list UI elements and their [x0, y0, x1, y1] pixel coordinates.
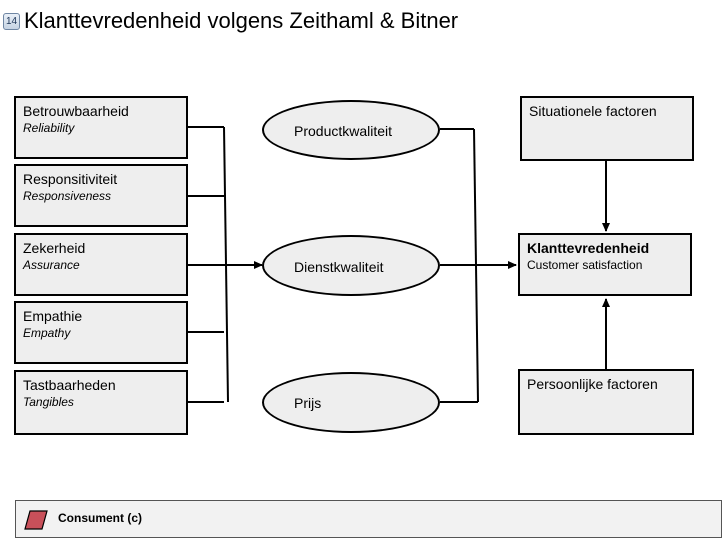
dimension-label: Zekerheid	[23, 240, 86, 256]
dimension-subtitle: Tangibles	[23, 395, 74, 409]
dimension-box-betrouwbaarheid: Betrouwbaarheid Reliability	[14, 96, 188, 159]
driver-productkwaliteit: Productkwaliteit	[262, 100, 440, 160]
dimension-subtitle: Reliability	[23, 121, 75, 135]
driver-prijs: Prijs	[262, 372, 440, 433]
dimension-label: Responsitiviteit	[23, 171, 118, 187]
legend-swatch-icon	[24, 510, 48, 530]
outcome-box-klanttevredenheid: Klanttevredenheid Customer satisfaction	[518, 233, 692, 296]
dimension-box-responsitiviteit: Responsitiviteit Responsiveness	[14, 164, 188, 227]
driver-label: Prijs	[294, 395, 322, 411]
slide-number-badge: 14	[3, 13, 20, 30]
dimension-label: Empathie	[23, 308, 83, 324]
legend-bar: Consument (c)	[15, 500, 722, 538]
legend-label: Consument (c)	[58, 511, 142, 525]
factor-box-situational: Situationele factoren	[520, 96, 694, 161]
outcome-subtitle: Customer satisfaction	[527, 258, 643, 272]
dimension-subtitle: Responsiveness	[23, 189, 112, 203]
dimension-label: Betrouwbaarheid	[23, 103, 129, 119]
slide-title: Klanttevredenheid volgens Zeithaml & Bit…	[24, 8, 459, 33]
dimension-subtitle: Assurance	[23, 258, 80, 272]
outcome-label: Klanttevredenheid	[527, 240, 650, 256]
driver-label: Productkwaliteit	[294, 123, 393, 139]
dimension-box-tastbaarheden: Tastbaarheden Tangibles	[14, 370, 188, 435]
driver-dienstkwaliteit: Dienstkwaliteit	[262, 235, 440, 296]
driver-label: Dienstkwaliteit	[294, 259, 384, 275]
factor-label: Situationele factoren	[529, 103, 657, 119]
dimension-subtitle: Empathy	[23, 326, 71, 340]
dimension-label: Tastbaarheden	[23, 377, 116, 393]
dimension-box-zekerheid: Zekerheid Assurance	[14, 233, 188, 296]
factor-box-personal: Persoonlijke factoren	[518, 369, 694, 435]
dimension-box-empathie: Empathie Empathy	[14, 301, 188, 364]
factor-label: Persoonlijke factoren	[527, 376, 658, 392]
